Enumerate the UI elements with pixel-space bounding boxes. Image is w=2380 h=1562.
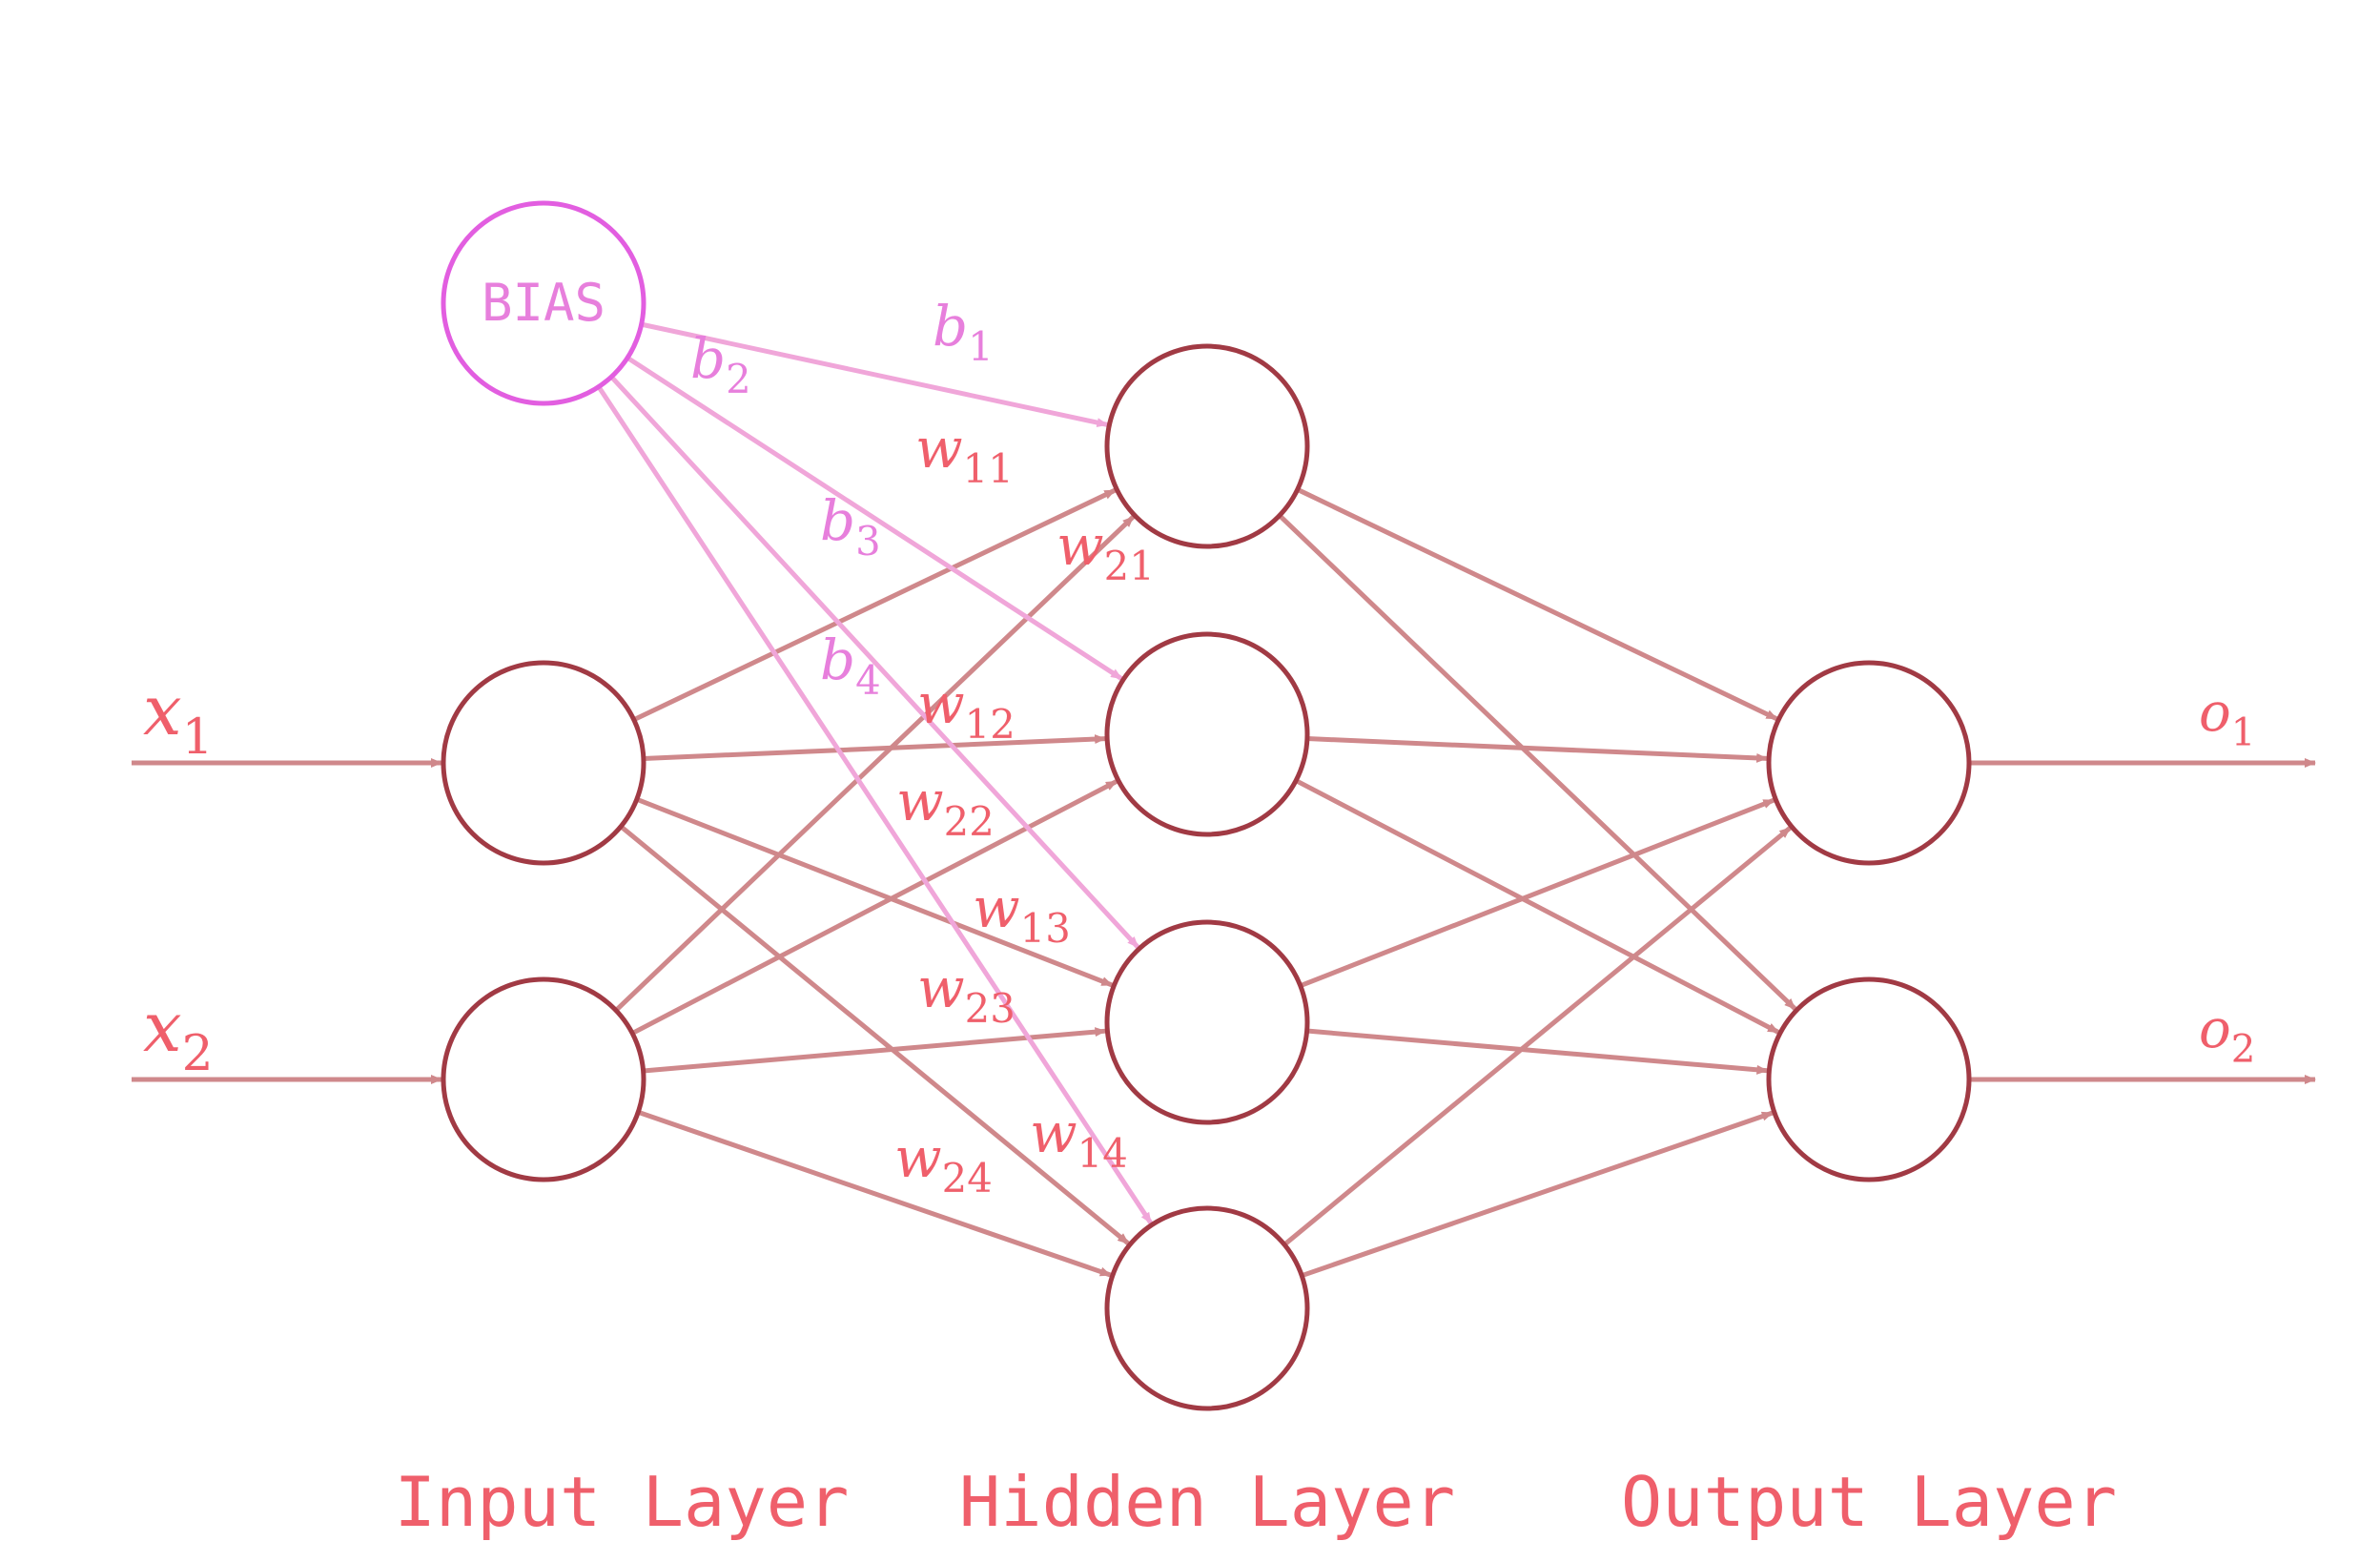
bias-label-4: b4 (820, 627, 881, 704)
output-node-1 (1766, 660, 1972, 866)
bias-label-1: b1 (933, 294, 994, 370)
edge-w11 (632, 487, 1117, 723)
edges (132, 321, 2316, 1279)
weight-label-w21: w21 (1057, 513, 1155, 589)
weight-label-w12: w12 (917, 671, 1016, 748)
edge-h1-o2 (1278, 513, 1797, 1011)
input-node-1 (441, 660, 646, 866)
bias-label-2: b2 (690, 326, 751, 402)
edge-w13 (635, 796, 1114, 988)
layer-label-2: Hidden Layer (959, 1462, 1455, 1542)
labels: BIAS x1 x2 o1 o2 b1 b2 b3 b4 w11 w21 w12 w22 w13w23w1… (143, 273, 2255, 1542)
edge-h2-o2 (1294, 778, 1780, 1035)
edge-b3 (609, 375, 1140, 950)
hidden-node-4 (1104, 1205, 1310, 1411)
edge-h3-o2 (1306, 1028, 1769, 1075)
output-label-2: o2 (2199, 998, 2255, 1072)
hidden-node-3 (1104, 919, 1310, 1125)
input-label-2: x2 (143, 987, 214, 1082)
weight-label-w24: w24 (894, 1125, 993, 1202)
edge-b1 (641, 321, 1109, 428)
layer-label-1: Input Layer (395, 1462, 850, 1542)
nodes (441, 200, 1972, 1411)
edge-w21 (614, 515, 1136, 1013)
edge-h4-o2 (1301, 1110, 1774, 1279)
input-label-1: x1 (143, 670, 214, 766)
edge-b4 (596, 385, 1154, 1225)
weight-label-w23: w23 (917, 956, 1016, 1032)
edge-h4-o1 (1282, 826, 1793, 1247)
output-label-1: o1 (2199, 682, 2255, 755)
edge-w12 (643, 734, 1107, 761)
hidden-node-2 (1104, 631, 1310, 837)
layer-label-3: Output Layer (1621, 1462, 2117, 1542)
hidden-node-1 (1104, 343, 1310, 549)
edge-b2 (626, 356, 1123, 681)
edge-h1-o1 (1296, 487, 1778, 722)
edge-w22 (630, 779, 1118, 1036)
edge-h3-o1 (1299, 797, 1775, 989)
bias-label-3: b3 (820, 488, 881, 565)
edge-h2-o1 (1306, 736, 1769, 763)
output-node-2 (1766, 976, 1972, 1182)
edge-w14 (619, 824, 1130, 1245)
weight-label-w13: w13 (973, 875, 1071, 952)
weight-label-w22: w22 (896, 769, 995, 845)
weight-label-w11: w11 (915, 416, 1014, 492)
bias-node (441, 200, 646, 406)
edge-w24 (637, 1109, 1112, 1278)
input-node-2 (441, 976, 646, 1182)
weight-label-w14: w14 (1030, 1100, 1128, 1177)
bias-node-label: BIAS (482, 273, 605, 333)
